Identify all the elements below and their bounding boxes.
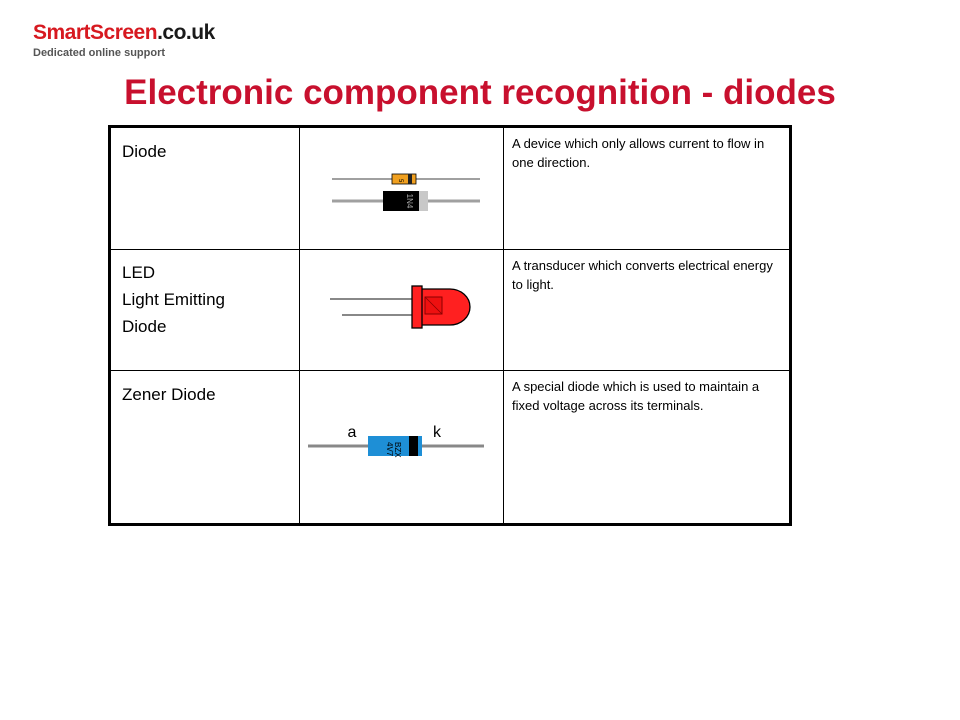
component-name-cell: Diode (109, 126, 300, 250)
component-image-cell (299, 249, 504, 371)
component-name-cell: LED Light Emitting Diode (109, 249, 300, 371)
logo-wordmark: SmartScreen.co.uk (33, 22, 215, 44)
component-image-cell: a k BZX 4V7 (299, 370, 504, 525)
component-name-line: LED (122, 263, 156, 282)
logo-brand-main: SmartScreen (33, 21, 158, 44)
logo: SmartScreen.co.uk Dedicated online suppo… (33, 22, 215, 60)
table-row: LED Light Emitting Diode A transducer wh… (109, 249, 791, 371)
page-title: Electronic component recognition - diode… (124, 73, 836, 112)
component-name: Diode (122, 142, 167, 161)
component-name-line: Light Emitting (122, 290, 225, 309)
component-description: A transducer which converts electrical e… (512, 258, 773, 292)
component-description-cell: A special diode which is used to maintai… (504, 371, 791, 525)
led-illustration (330, 285, 471, 329)
component-name: Zener Diode (122, 385, 216, 404)
anode-label: a (348, 424, 357, 441)
zener-marking-line2: 4V7 (385, 442, 394, 457)
table-row: Zener Diode a k BZX 4V7 A special diode … (109, 370, 791, 525)
zener-marking-line1: BZX (393, 442, 402, 458)
component-description: A special diode which is used to maintai… (512, 379, 760, 413)
table-row: Diode 5 1N4 A device which only allows c… (109, 126, 791, 250)
diode-small-marking: 5 (397, 179, 403, 183)
component-name-cell: Zener Diode (109, 370, 300, 525)
logo-brand-ext: .co.uk (157, 21, 215, 44)
cathode-label: k (433, 424, 442, 441)
component-description-cell: A transducer which converts electrical e… (503, 249, 791, 371)
components-table: Diode 5 1N4 A device which only allows c… (108, 125, 792, 526)
diode-large-marking: 1N4 (405, 194, 414, 209)
component-image-cell: 5 1N4 (299, 126, 504, 250)
diode-illustration: 5 1N4 (332, 173, 480, 211)
component-name-line: Diode (122, 317, 167, 336)
logo-tagline: Dedicated online support (33, 47, 166, 59)
zener-illustration: a k BZX 4V7 (308, 424, 484, 458)
component-description-cell: A device which only allows current to fl… (503, 126, 791, 250)
component-description: A device which only allows current to fl… (512, 136, 765, 170)
